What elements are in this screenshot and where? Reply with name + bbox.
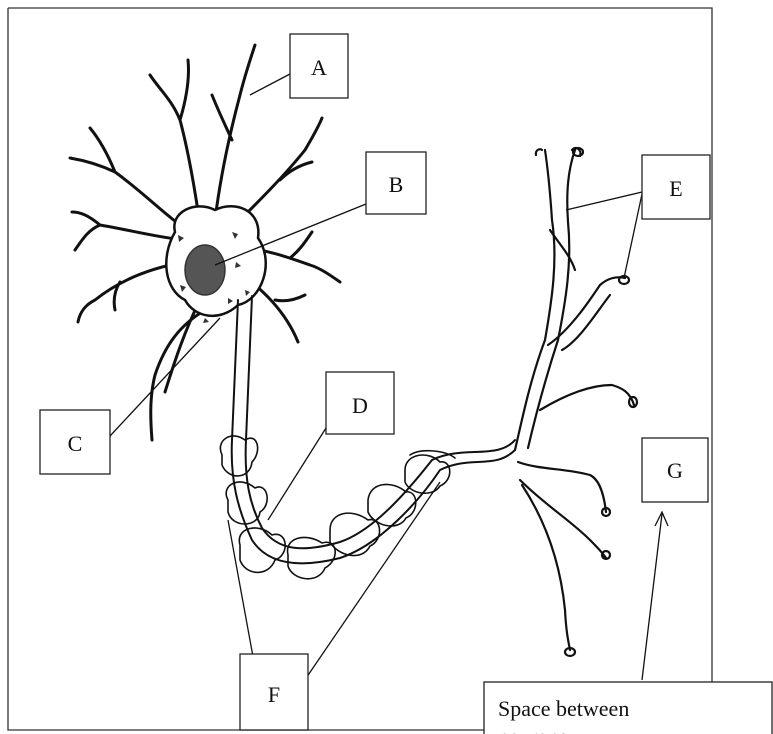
- label-E: E: [642, 155, 710, 219]
- note-line-1: Space between: [498, 696, 629, 721]
- label-D: D: [326, 372, 394, 434]
- axon-terminals: [515, 148, 637, 656]
- myelin-sheath: [220, 436, 455, 579]
- label-F: F: [240, 654, 308, 730]
- svg-text:F: F: [268, 682, 280, 707]
- label-A: A: [290, 34, 348, 98]
- nucleus: [185, 245, 225, 295]
- label-B: B: [366, 152, 426, 214]
- diagram-frame: [8, 8, 712, 730]
- svg-text:A: A: [311, 55, 327, 80]
- label-G: G: [642, 438, 708, 502]
- neuron-illustration: [70, 45, 637, 656]
- label-C: C: [40, 410, 110, 474]
- svg-text:B: B: [389, 172, 404, 197]
- space-between-neurons-note: Space between neurons: [484, 682, 772, 734]
- svg-text:G: G: [667, 458, 683, 483]
- note-line-2: neurons: [498, 724, 568, 734]
- svg-text:D: D: [352, 393, 368, 418]
- svg-text:E: E: [669, 176, 682, 201]
- svg-text:C: C: [68, 431, 83, 456]
